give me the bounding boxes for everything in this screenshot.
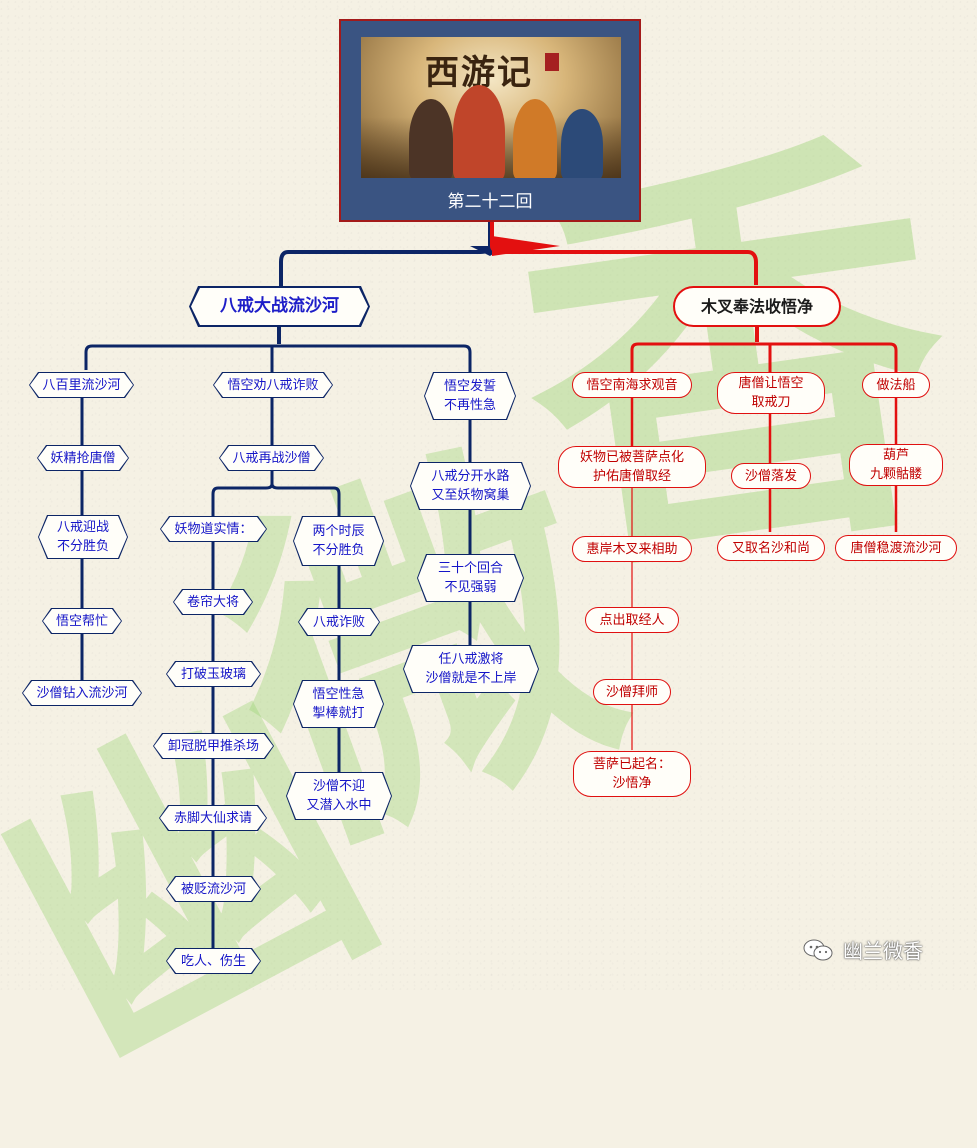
node-bajie-zhabai[interactable]: 八戒诈败 xyxy=(299,609,379,635)
node-pusa-qiming[interactable]: 菩萨已起名： 沙悟净 xyxy=(573,751,691,797)
figure-monkey-icon xyxy=(513,99,557,178)
node-beibian[interactable]: 被贬流沙河 xyxy=(167,877,260,901)
node-wukong-quan[interactable]: 悟空劝八戒诈败 xyxy=(214,373,332,397)
node-shaheshang[interactable]: 又取名沙和尚 xyxy=(717,535,825,561)
node-tangseng-jiedao[interactable]: 唐僧让悟空 取戒刀 xyxy=(717,372,825,414)
node-nanhai-qiu[interactable]: 悟空南海求观音 xyxy=(572,372,692,398)
branch-muzha-sha[interactable]: 木叉奉法收悟净 xyxy=(673,286,841,327)
figure-monk-icon xyxy=(453,85,505,178)
figure-sandy-icon xyxy=(561,109,603,178)
node-wendu-liushahe[interactable]: 唐僧稳渡流沙河 xyxy=(835,535,957,561)
node-ren-bajie-jijiang[interactable]: 任八戒激将 沙僧就是不上岸 xyxy=(404,646,538,692)
node-shaseng-zuanru[interactable]: 沙僧钻入流沙河 xyxy=(23,681,141,705)
node-dapo-boli[interactable]: 打破玉玻璃 xyxy=(167,662,260,686)
node-yaowu-dianhua[interactable]: 妖物已被菩萨点化 护佑唐僧取经 xyxy=(558,446,706,488)
node-wukong-fashi[interactable]: 悟空发誓 不再性急 xyxy=(425,373,515,419)
root-node[interactable]: 西游记 第二十二回 xyxy=(339,19,641,222)
node-chiren[interactable]: 吃人、伤生 xyxy=(167,949,260,973)
node-xieguan[interactable]: 卸冠脱甲推杀场 xyxy=(154,734,273,758)
branch-bajie-fight[interactable]: 八戒大战流沙河 xyxy=(191,288,368,325)
node-chijiao-daxian[interactable]: 赤脚大仙求请 xyxy=(160,806,266,830)
seal-icon xyxy=(545,53,559,71)
chapter-label: 第二十二回 xyxy=(447,192,533,212)
node-sanshi-huihe[interactable]: 三十个回合 不见强弱 xyxy=(418,555,523,601)
brand-name: 幽兰微香 xyxy=(843,939,923,963)
node-wukong-bangmang[interactable]: 悟空帮忙 xyxy=(43,609,121,633)
node-yaojing-qiang[interactable]: 妖精抢唐僧 xyxy=(38,446,128,470)
node-bajie-yingzhan[interactable]: 八戒迎战 不分胜负 xyxy=(39,516,127,558)
figure-pig-icon xyxy=(409,99,453,178)
node-bajie-fenkai[interactable]: 八戒分开水路 又至妖物窝巢 xyxy=(411,463,530,509)
brand-mark: 幽兰微香 xyxy=(803,935,923,964)
node-wukong-xingji[interactable]: 悟空性急 掣棒就打 xyxy=(294,681,383,727)
node-yaowu-shiqing[interactable]: 妖物道实情： xyxy=(161,517,266,541)
node-dianchu-qujing[interactable]: 点出取经人 xyxy=(585,607,679,633)
journey-west-poster: 西游记 xyxy=(361,37,621,178)
node-shaseng-baishi[interactable]: 沙僧拜师 xyxy=(593,679,671,705)
node-zuo-fachuan[interactable]: 做法船 xyxy=(862,372,930,398)
connector-lines xyxy=(80,222,898,948)
node-shaseng-buying[interactable]: 沙僧不迎 又潜入水中 xyxy=(287,773,391,819)
node-liangge-shichen[interactable]: 两个时辰 不分胜负 xyxy=(294,517,383,565)
node-juanlian-dajiang[interactable]: 卷帘大将 xyxy=(174,590,252,614)
node-huian-muzha[interactable]: 惠岸木叉来相助 xyxy=(572,536,692,562)
node-hulu-kulou[interactable]: 葫芦 九颗骷髅 xyxy=(849,444,943,486)
node-liushahe[interactable]: 八百里流沙河 xyxy=(30,373,133,397)
wechat-icon xyxy=(803,939,833,961)
node-bajie-zaizhan[interactable]: 八戒再战沙僧 xyxy=(220,446,323,470)
node-shaseng-luofa[interactable]: 沙僧落发 xyxy=(731,463,811,489)
